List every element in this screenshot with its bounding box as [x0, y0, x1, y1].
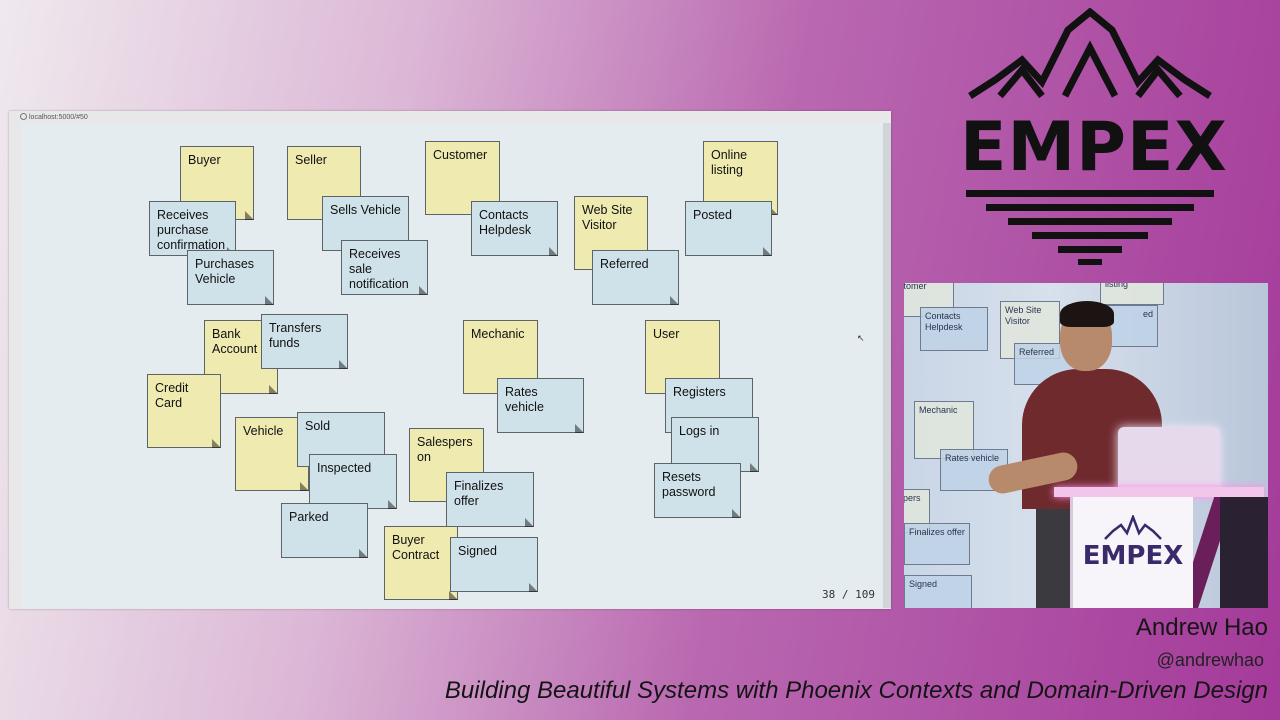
empex-logo: EMPEX [960, 7, 1228, 270]
sticky-referred: Referred [592, 250, 679, 305]
mouse-cursor-icon: ↖ [857, 333, 865, 343]
podium: EMPEX [1070, 497, 1193, 608]
slide: Buyer Receives purchase confirmation Pur… [22, 123, 888, 608]
sticky-credit-card: Credit Card [147, 374, 221, 448]
video-sticky-signed: Signed [904, 575, 972, 608]
scrollbar[interactable] [883, 123, 891, 608]
sticky-buyer-contract: Buyer Contract [384, 526, 458, 600]
sticky-purchases-vehicle: Purchases Vehicle [187, 250, 274, 305]
page-icon [20, 113, 27, 120]
video-sticky-finalizes-offer: Finalizes offer [904, 523, 970, 565]
speaker-video: stomer Contacts Helpdesk Web Site Visito… [904, 283, 1268, 608]
sticky-receives-purchase-confirmation: Receives purchase confirmation [149, 201, 236, 256]
sticky-logs-in: Logs in [671, 417, 759, 472]
sticky-online-listing: Online listing [703, 141, 778, 215]
slide-counter: 38 / 109 [822, 588, 875, 601]
sticky-rates-vehicle: Rates vehicle [497, 378, 584, 433]
sticky-resets-password: Resets password [654, 463, 741, 518]
logo-text: EMPEX [960, 108, 1228, 187]
podium-shadow [1220, 497, 1268, 608]
podium-logo-text: EMPEX [1082, 541, 1184, 571]
sticky-parked: Parked [281, 503, 368, 558]
podium-crown-icon [1104, 515, 1162, 540]
sticky-finalizes-offer: Finalizes offer [446, 472, 534, 527]
sticky-contacts-helpdesk: Contacts Helpdesk [471, 201, 558, 256]
speaker-name: Andrew Hao [1135, 614, 1268, 641]
url-text: localhost:5000/#50 [29, 114, 88, 121]
video-sticky-online-listing: listing [1100, 283, 1164, 305]
sticky-inspected: Inspected [309, 454, 397, 509]
sticky-transfers-funds: Transfers funds [261, 314, 348, 369]
sticky-posted: Posted [685, 201, 772, 256]
browser-window: localhost:5000/#50 Buyer Receives purcha… [9, 111, 891, 609]
talk-title: Building Beautiful Systems with Phoenix … [444, 677, 1268, 704]
laptop-icon [1118, 427, 1220, 493]
speaker-hair [1060, 301, 1114, 327]
sticky-receives-sale-notification: Receives sale notification [341, 240, 428, 295]
speaker-handle: @andrewhao [1156, 650, 1264, 670]
sticky-signed: Signed [450, 537, 538, 592]
video-sticky-contacts-helpdesk: Contacts Helpdesk [920, 307, 988, 351]
address-bar[interactable]: localhost:5000/#50 [20, 113, 88, 121]
crown-icon [966, 7, 1214, 265]
sticky-vehicle: Vehicle [235, 417, 309, 491]
laptop-base [1054, 487, 1264, 497]
